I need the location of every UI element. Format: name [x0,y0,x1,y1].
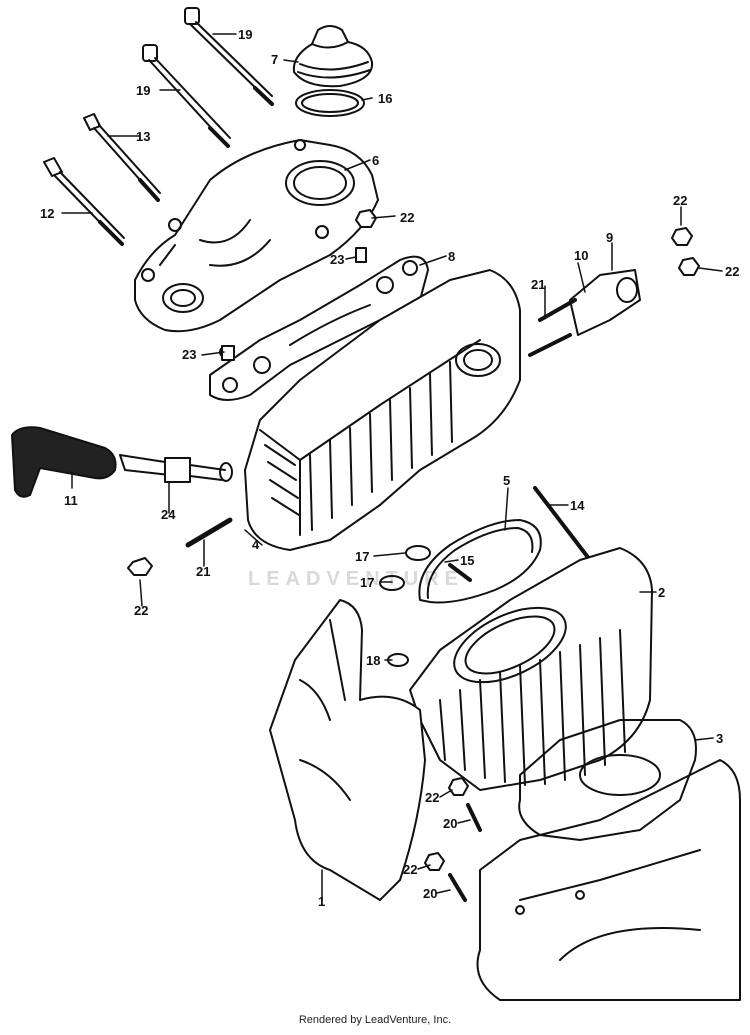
label-23b: 23 [182,347,196,362]
label-11: 11 [64,493,78,508]
label-17b: 17 [360,575,374,590]
label-22c: 22 [725,264,739,279]
stud-14 [533,486,592,562]
label-14: 14 [570,498,585,513]
label-7: 7 [271,52,278,67]
stud-15 [448,563,472,582]
label-20b: 20 [423,886,437,901]
label-21a: 21 [531,277,545,292]
bolt-12 [43,157,125,246]
label-16: 16 [378,91,392,106]
label-22d: 22 [134,603,148,618]
label-24: 24 [161,507,176,522]
stud-21-left [185,517,233,548]
rubber-cap-7 [292,25,374,88]
label-19b: 19 [136,83,150,98]
gasket-16 [295,89,365,117]
spark-plug-24 [119,454,233,483]
label-22e: 22 [425,790,439,805]
oring-17b [379,575,405,591]
plug-cap-11 [11,426,117,498]
cylinder-gasket-5 [418,519,542,604]
crankcase [476,759,741,1001]
label-3: 3 [716,731,723,746]
label-23a: 23 [330,252,344,267]
label-19a: 19 [238,27,252,42]
nut-22 [127,209,700,871]
label-5: 5 [503,473,510,488]
label-9: 9 [606,230,613,245]
stud-20b [448,873,467,902]
label-17a: 17 [355,549,369,564]
label-10: 10 [574,248,588,263]
label-15: 15 [460,553,474,568]
dowel-23b [221,345,235,361]
long-bolt-19b [142,44,231,148]
label-20a: 20 [443,816,457,831]
label-22a: 22 [400,210,414,225]
label-13: 13 [136,129,150,144]
cylinder-shroud-1 [269,599,426,901]
head-cover-6 [134,139,379,333]
intake-pipe-9-10 [528,269,641,357]
bolt-13 [83,113,161,202]
watermark: LEADVENTURE [248,568,464,590]
footer-credit: Rendered by LeadVenture, Inc. [298,1014,452,1026]
base-gasket-3 [518,719,697,841]
leader-lines [61,33,723,901]
label-1: 1 [318,894,325,909]
label-4: 4 [252,537,260,552]
dowel-23a [355,247,367,263]
label-22f: 22 [403,862,417,877]
label-2: 2 [658,585,665,600]
label-18: 18 [366,653,380,668]
label-12: 12 [40,206,54,221]
label-22b: 22 [673,193,687,208]
label-21b: 21 [196,564,210,579]
oring-17a [405,545,431,561]
stud-20a [466,803,482,832]
label-8: 8 [448,249,455,264]
cylinder-head-4 [219,269,521,551]
long-bolt-19a [184,7,274,106]
label-6: 6 [372,153,379,168]
